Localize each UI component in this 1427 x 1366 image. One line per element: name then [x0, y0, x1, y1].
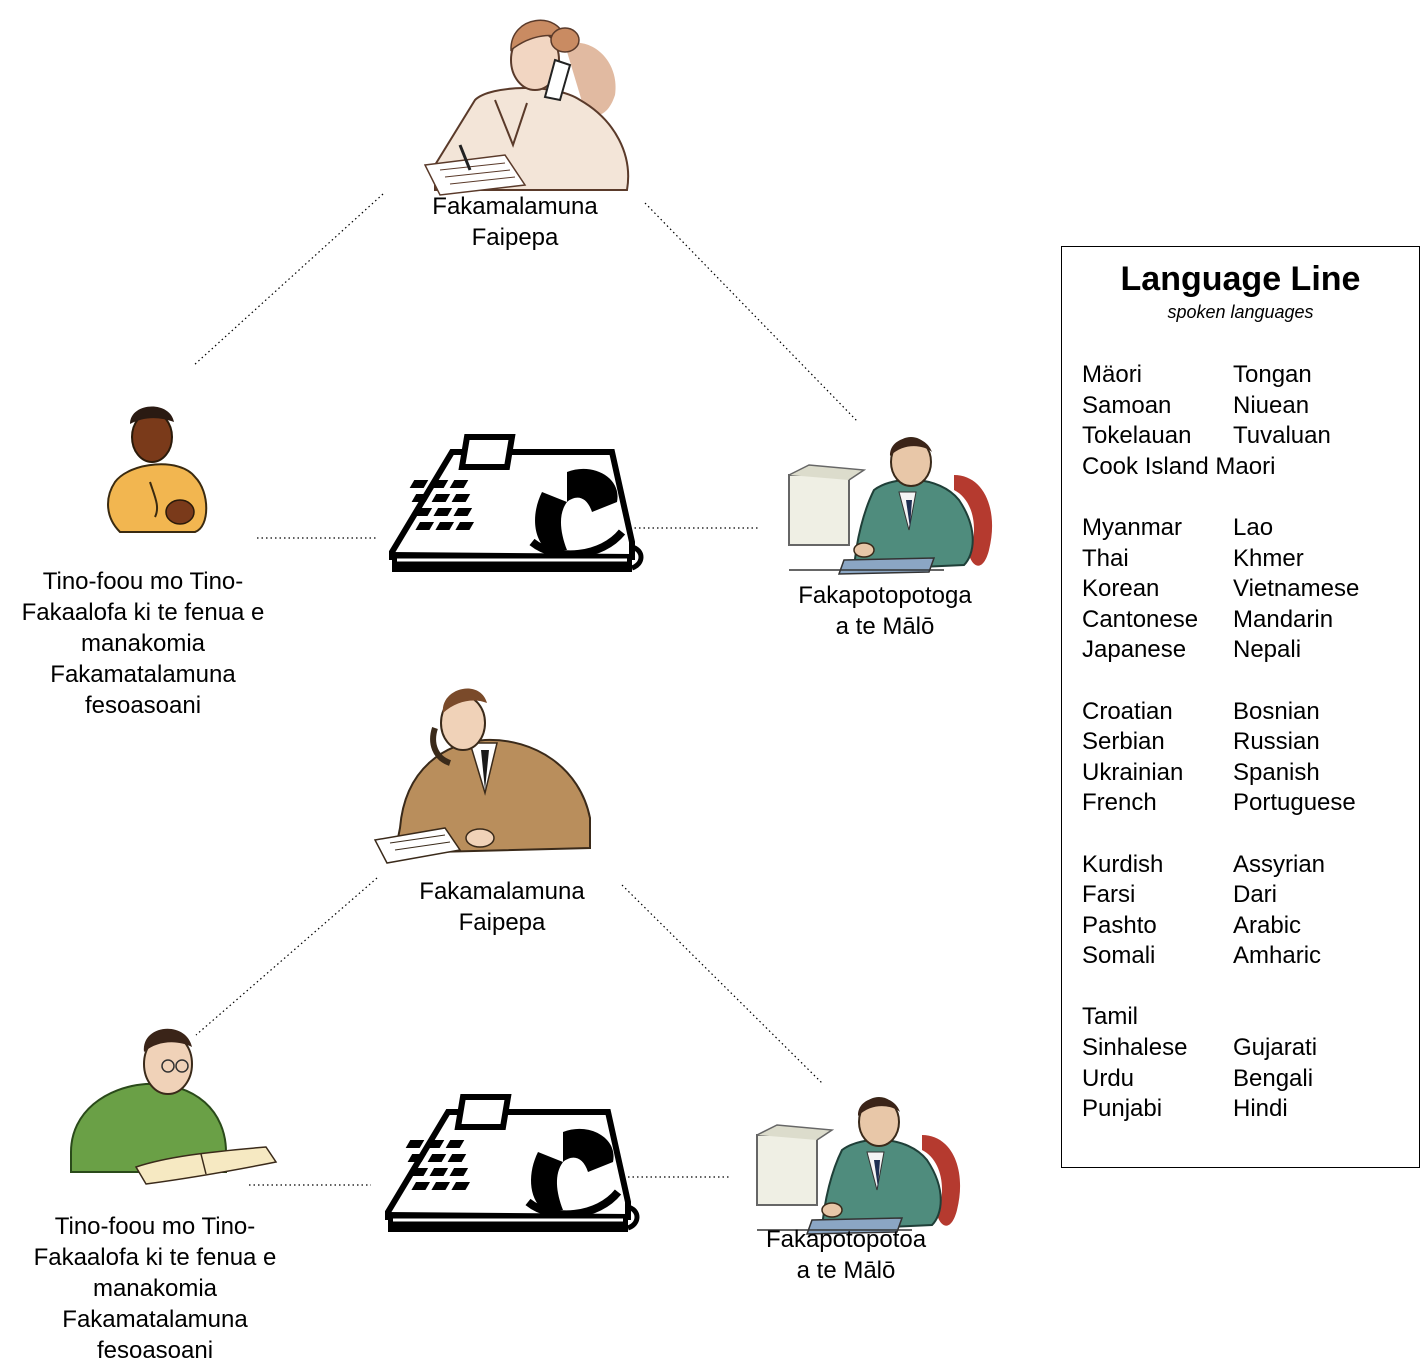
language-item: Bosnian	[1233, 697, 1320, 725]
language-item: Cook Island Maori	[1082, 452, 1276, 480]
language-item: Nepali	[1233, 636, 1302, 664]
man-at-computer-icon	[788, 436, 994, 575]
language-item: Sinhalese	[1082, 1034, 1188, 1062]
language-item: Tamil	[1082, 1003, 1139, 1031]
language-item: Pashto	[1082, 911, 1157, 939]
language-item: Thai	[1082, 544, 1129, 572]
language-item: Somali	[1082, 942, 1156, 970]
language-item: Mäori	[1082, 361, 1143, 388]
language-item: Myanmar	[1082, 513, 1183, 541]
man-reading-icon	[70, 1028, 278, 1185]
language-item: Croatian	[1082, 697, 1173, 725]
client-label: Tino-foou mo Tino- Fakaalofa ki te fenua…	[21, 568, 265, 719]
language-item: Urdu	[1082, 1064, 1135, 1092]
language-item: Japanese	[1082, 636, 1187, 664]
language-item: Tokelauan	[1082, 422, 1192, 450]
language-item	[1233, 482, 1359, 513]
language-item: French	[1082, 789, 1157, 817]
connector-line	[621, 884, 823, 1084]
woman-client-icon	[107, 406, 208, 533]
language-item: Korean	[1082, 575, 1160, 603]
woman-on-phone-icon	[423, 19, 630, 196]
language-item	[1233, 819, 1359, 850]
language-item: Gujarati	[1233, 1034, 1318, 1062]
panel-subtitle: spoken languages	[1167, 302, 1314, 322]
language-item: Spanish	[1233, 758, 1320, 786]
language-item: Niuean	[1233, 391, 1310, 419]
language-item: Mandarin	[1233, 605, 1334, 633]
client-label: Tino-foou mo Tino- Fakaalofa ki te fenua…	[33, 1213, 277, 1364]
language-item: Farsi	[1082, 881, 1136, 909]
language-item: Amharic	[1233, 942, 1322, 970]
connector-line	[192, 193, 384, 367]
telephone-icon	[388, 1097, 637, 1232]
language-item: Tongan	[1233, 361, 1312, 388]
language-item	[1233, 666, 1359, 697]
language-item	[1233, 452, 1359, 483]
language-item: Hindi	[1233, 1095, 1288, 1123]
language-item: Arabic	[1233, 911, 1302, 939]
language-item: Tuvaluan	[1233, 422, 1331, 450]
language-item: Vietnamese	[1233, 575, 1360, 603]
man-on-phone-icon	[373, 688, 591, 864]
connector-line	[195, 877, 378, 1036]
man-at-computer-icon	[756, 1096, 962, 1235]
language-item: Assyrian	[1233, 850, 1326, 878]
language-item: Portuguese	[1233, 789, 1356, 817]
language-item: Russian	[1233, 728, 1320, 756]
language-item: Ukrainian	[1082, 758, 1184, 786]
language-item	[1233, 1002, 1359, 1033]
language-item: Khmer	[1233, 544, 1304, 572]
language-item: Bengali	[1233, 1064, 1314, 1092]
top-translator-label: Fakamalamuna Faipepa	[432, 193, 598, 251]
connector-line	[644, 202, 859, 423]
language-item: Cantonese	[1082, 605, 1199, 633]
top-translator-label: Fakamalamuna Faipepa	[419, 878, 585, 936]
agency-label: Fakapotopotoga a te Mālō	[798, 582, 972, 640]
telephone-icon	[392, 437, 641, 572]
language-item: Samoan	[1082, 391, 1172, 419]
language-item: Lao	[1233, 513, 1274, 541]
language-item: Dari	[1233, 881, 1278, 909]
agency-label: Fakapotopotoa a te Mālō	[765, 1226, 927, 1284]
panel-title: Language Line	[1120, 260, 1361, 298]
language-item: Kurdish	[1082, 850, 1164, 878]
language-item	[1233, 972, 1359, 1003]
language-item: Serbian	[1082, 728, 1165, 756]
language-item: Punjabi	[1082, 1095, 1163, 1123]
